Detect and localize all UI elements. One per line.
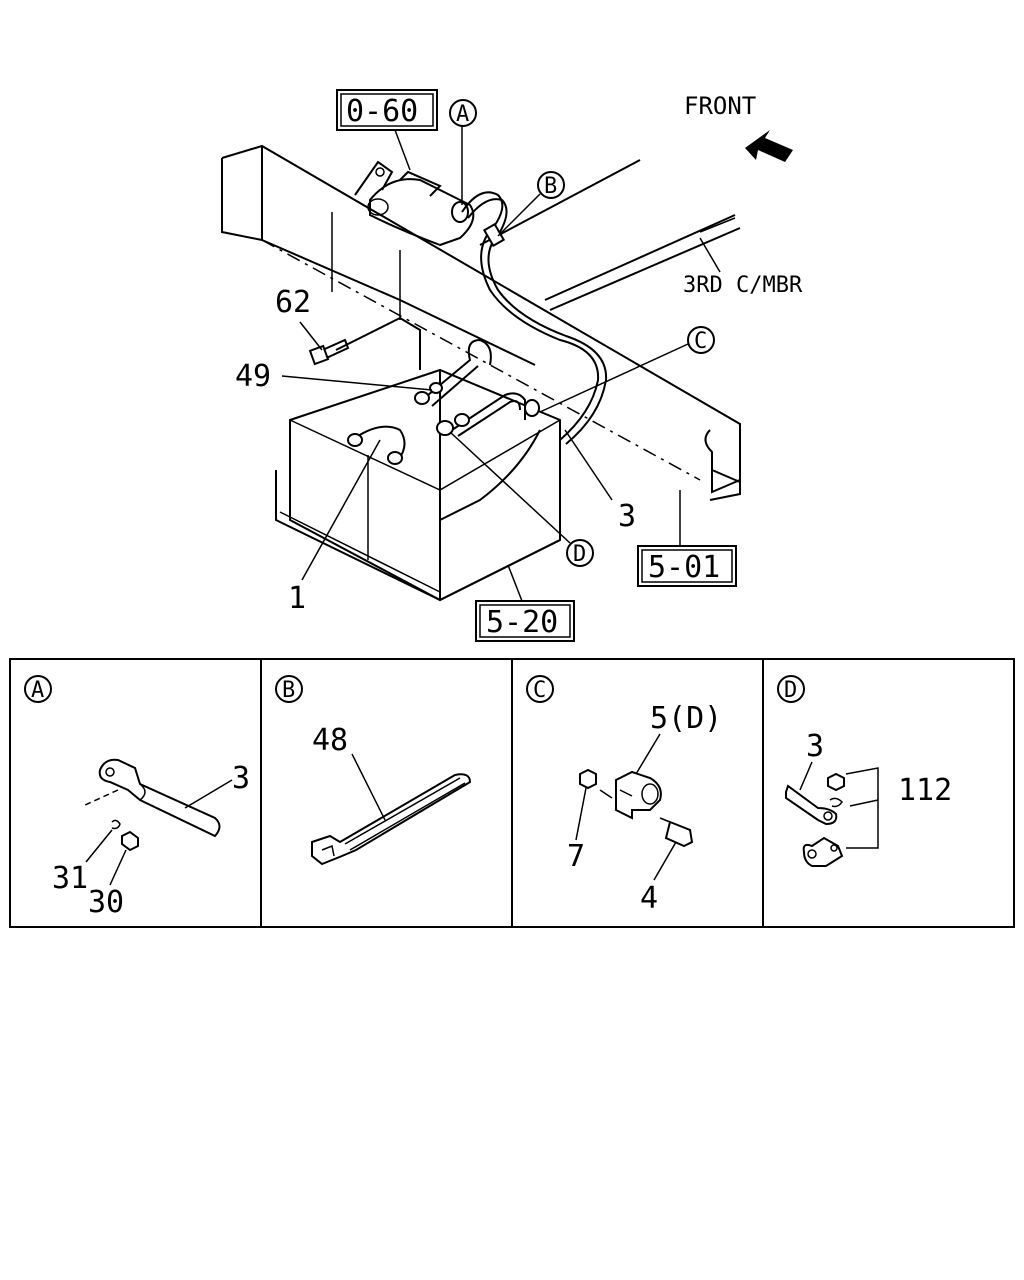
callout-c-leader (539, 343, 689, 413)
panel-a-part-3: 3 (232, 761, 250, 796)
part-1: 1 (288, 581, 306, 616)
frame-rail (221, 144, 741, 501)
panel-d-part-3-leader (799, 761, 813, 791)
ref-box-5-20[interactable]: 5-20 (475, 600, 575, 642)
ref-0-60-label: 0-60 (346, 94, 418, 129)
member-label: 3RD C/MBR (683, 273, 803, 298)
callout-b-leader (497, 193, 541, 237)
detail-panel-c: C 5(D) 7 4 (526, 675, 722, 916)
part-49-leader (281, 375, 433, 391)
panel-c-part-5d: 5(D) (650, 701, 722, 736)
callout-b-letter: B (544, 174, 557, 199)
callout-c-letter: C (694, 329, 707, 354)
part-62-leader (299, 321, 323, 351)
panel-a-part-30-leader (109, 849, 127, 886)
panel-d-part-112: 112 (898, 773, 952, 808)
detail-panel-a: A 3 31 30 (24, 675, 250, 920)
ref-5-20-label: 5-20 (486, 605, 558, 640)
panel-c-letter: C (533, 678, 546, 703)
main-diagram: FRONT 3RD C/MBR 0-60 5-01 5-20 A (221, 89, 803, 642)
starter-cable (461, 191, 608, 445)
panel-a-letter: A (31, 678, 44, 703)
callout-d-leader (449, 431, 571, 544)
cross-member (479, 159, 741, 311)
part-62: 62 (275, 285, 311, 320)
battery-cables (347, 338, 540, 465)
panel-b-part-48-leader (351, 753, 386, 821)
panel-c-part-4: 4 (640, 881, 658, 916)
part-49: 49 (235, 359, 271, 394)
callout-d[interactable]: D (566, 539, 594, 567)
panel-a-part-30: 30 (88, 885, 124, 920)
ref-box-5-01[interactable]: 5-01 (637, 545, 737, 587)
starter-motor (354, 160, 475, 247)
callout-b[interactable]: B (537, 171, 565, 199)
panel-c-part-5d-leader (635, 733, 661, 775)
ref-box-0-60[interactable]: 0-60 (336, 89, 438, 131)
part-3-leader (564, 429, 613, 501)
member-leader (699, 237, 721, 273)
panel-a-part-3-leader (184, 779, 233, 809)
panel-b-part-48: 48 (312, 723, 348, 758)
callout-a-letter: A (456, 102, 469, 127)
panel-c-part-7-leader (575, 787, 587, 841)
panel-b-letter: B (282, 678, 295, 703)
panel-c-part-7: 7 (567, 839, 585, 874)
part-1-leader (301, 439, 381, 581)
front-arrow-icon (745, 130, 793, 162)
detail-panels: A 3 31 30 B 48 C (9, 658, 1015, 928)
panel-c-part-4-leader (653, 841, 677, 881)
detail-panel-d: D 3 112 (777, 675, 952, 867)
front-label: FRONT (684, 92, 756, 120)
ref-5-01-label: 5-01 (648, 550, 720, 585)
battery-box (275, 316, 561, 602)
panel-d-part-3: 3 (806, 729, 824, 764)
detail-panel-b: B 48 (275, 675, 472, 866)
bolt-62 (308, 338, 350, 366)
panel-a-part-31-leader (85, 829, 113, 863)
callout-d-letter: D (573, 542, 586, 567)
callout-c[interactable]: C (687, 326, 715, 354)
panel-d-part-112-leader (845, 767, 879, 849)
ref-5-20-leader (507, 564, 523, 602)
panel-a-part-31: 31 (52, 861, 88, 896)
ref-0-60-leader (394, 129, 411, 171)
callout-a[interactable]: A (449, 99, 477, 127)
part-3: 3 (618, 499, 636, 534)
panel-d-letter: D (784, 678, 797, 703)
